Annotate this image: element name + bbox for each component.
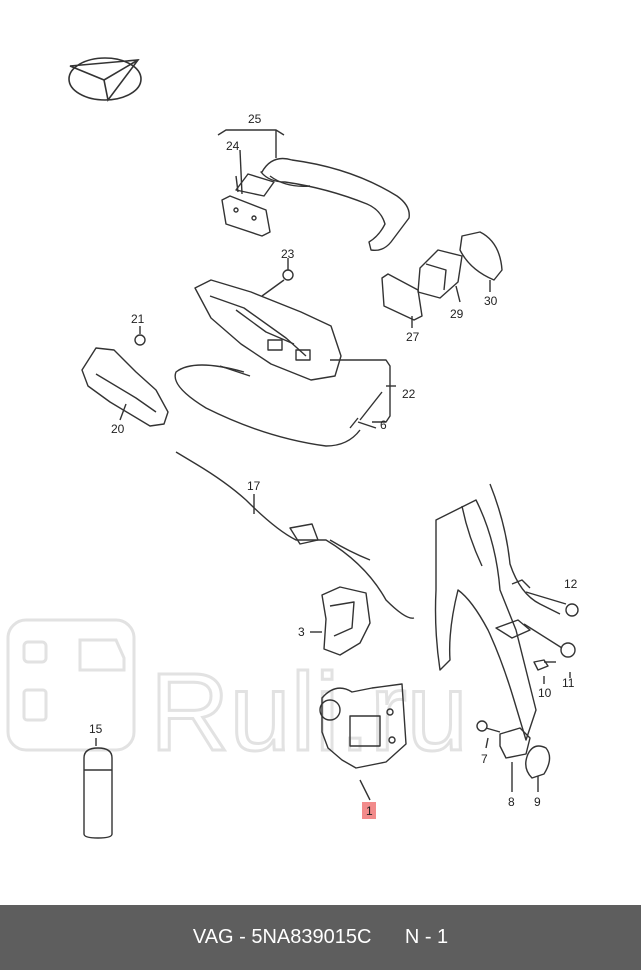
gasket-27 xyxy=(381,273,423,321)
lock-cylinder-29 xyxy=(417,249,463,299)
watermark: Ruli.ru xyxy=(6,618,469,776)
callout-27: 27 xyxy=(406,330,420,344)
callout-9: 9 xyxy=(534,795,541,809)
callout-10: 10 xyxy=(538,686,552,700)
brand-logo-icon xyxy=(68,57,142,102)
striker-8 xyxy=(499,727,531,759)
bolt-10 xyxy=(533,659,549,671)
callout-1: 1 xyxy=(366,804,373,818)
part-number-label: VAG - 5NA839015C xyxy=(192,926,372,948)
gasket-24 xyxy=(221,195,271,237)
watermark-text: Ruli.ru xyxy=(150,651,468,774)
cap-30 xyxy=(459,231,503,281)
callout-25: 25 xyxy=(248,112,262,126)
callout-7: 7 xyxy=(481,752,488,766)
handle-carrier xyxy=(194,279,342,381)
callout-30: 30 xyxy=(484,294,498,308)
parts-diagram: Ruli.ru xyxy=(6,57,579,839)
callout-11: 11 xyxy=(562,676,575,690)
callout-12: 12 xyxy=(564,577,578,591)
callout-15: 15 xyxy=(89,722,103,736)
callout-6: 6 xyxy=(380,418,387,432)
plate-9 xyxy=(525,745,551,779)
callout-20: 20 xyxy=(111,422,125,436)
screw-7 xyxy=(476,720,488,732)
inner-door-handle xyxy=(81,347,169,427)
callout-29: 29 xyxy=(450,307,464,321)
lubricant-can-15 xyxy=(83,747,113,839)
cable-17 xyxy=(175,451,415,619)
bracket-3 xyxy=(321,586,371,656)
clip-11 xyxy=(560,642,576,658)
outer-door-handle xyxy=(260,157,410,252)
callout-3: 3 xyxy=(298,625,305,639)
callout-21: 21 xyxy=(131,312,145,326)
callout-17: 17 xyxy=(247,479,261,493)
cable-22 xyxy=(174,364,361,447)
position-label: N - 1 xyxy=(404,926,449,948)
callout-24: 24 xyxy=(226,139,240,153)
door-frame xyxy=(434,499,537,741)
grommet-21 xyxy=(134,334,146,346)
door-lock-1 xyxy=(321,683,407,769)
callout-highlight xyxy=(362,802,376,819)
bracket-25 xyxy=(217,129,285,136)
part-number-banner: VAG - 5NA839015C N - 1 xyxy=(0,905,641,970)
plug-12 xyxy=(565,603,579,617)
callout-23: 23 xyxy=(281,247,295,261)
callout-22: 22 xyxy=(402,387,416,401)
callout-8: 8 xyxy=(508,795,515,809)
